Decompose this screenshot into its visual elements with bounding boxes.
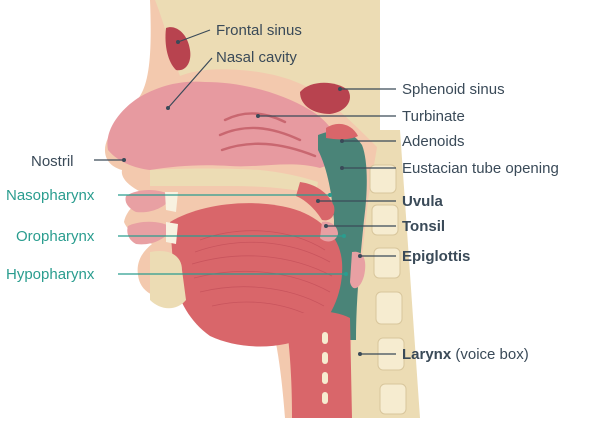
turbinate-fold xyxy=(218,126,302,142)
vertebra xyxy=(379,383,407,415)
label-nostril: Nostril xyxy=(31,153,74,170)
label-tonsil: Tonsil xyxy=(402,218,445,235)
vertebra xyxy=(375,291,403,325)
lower-lip xyxy=(127,221,172,245)
adenoids-shape xyxy=(326,123,358,140)
label-oropharynx: Oropharynx xyxy=(16,228,95,245)
lower-teeth xyxy=(166,222,178,244)
tongue-shape xyxy=(170,203,343,347)
label-adenoids: Adenoids xyxy=(402,133,465,150)
frontal-sinus-shape xyxy=(165,27,191,71)
label-larynx: Larynx (voice box) xyxy=(402,346,529,363)
hard-palate xyxy=(150,168,318,194)
vertebra xyxy=(373,247,401,279)
label-nasopharynx: Nasopharynx xyxy=(6,187,95,204)
skull-bone xyxy=(155,0,380,150)
upper-teeth xyxy=(165,192,178,212)
turbinate-fold xyxy=(220,142,317,158)
turbinate-fold xyxy=(223,112,287,124)
label-eustacian-tube-opening: Eustacian tube opening xyxy=(402,160,559,177)
trachea-shape xyxy=(286,311,352,418)
trachea-rings xyxy=(322,332,328,404)
label-larynx-name: Larynx xyxy=(402,346,452,363)
epiglottis-shape xyxy=(350,251,366,289)
label-larynx-note: (voice box) xyxy=(455,346,528,363)
label-hypopharynx: Hypopharynx xyxy=(6,266,95,283)
turbinate-folds xyxy=(218,112,317,158)
vertebra xyxy=(369,164,397,194)
vertebra xyxy=(371,204,399,236)
label-sphenoid-sinus: Sphenoid sinus xyxy=(402,81,505,98)
jaw-bone xyxy=(150,250,186,309)
sphenoid-sinus-shape xyxy=(300,82,350,114)
leader-lines xyxy=(94,29,396,356)
nasal-cavity-shape xyxy=(107,81,342,170)
label-frontal-sinus: Frontal sinus xyxy=(216,22,302,39)
label-turbinate: Turbinate xyxy=(402,108,465,125)
soft-palate-shape xyxy=(296,182,335,221)
label-uvula: Uvula xyxy=(402,193,444,210)
label-epiglottis: Epiglottis xyxy=(402,248,470,265)
label-nasal-cavity: Nasal cavity xyxy=(216,49,297,66)
